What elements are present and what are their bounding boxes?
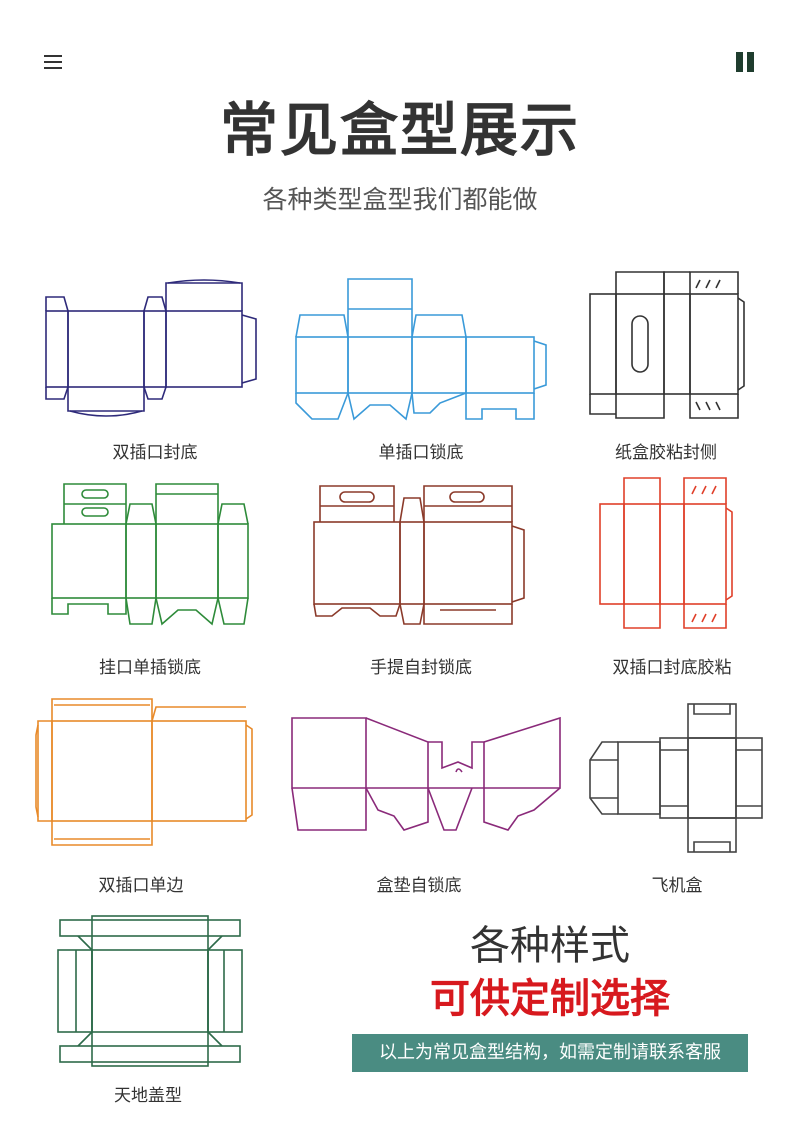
box-diagram-single-tuck-lock-bottom xyxy=(295,278,547,421)
box-diagram-hang-tab-lock-bottom xyxy=(51,483,249,626)
box-label-10: 天地盖型 xyxy=(114,1086,182,1106)
box-diagram-lid-and-base xyxy=(57,915,243,1067)
box-label-9: 飞机盒 xyxy=(651,876,703,896)
box-label-2: 单插口锁底 xyxy=(378,443,464,463)
box-diagram-handle-lock-bottom xyxy=(313,485,525,625)
menu-icon[interactable] xyxy=(42,52,64,72)
page-title: 常见盒型展示 xyxy=(219,96,580,164)
box-diagram-glued-side xyxy=(589,271,745,419)
promo-headline: 各种样式 xyxy=(470,923,630,969)
box-label-4: 挂口单插锁底 xyxy=(99,658,201,678)
box-diagram-double-tuck-single-side xyxy=(35,698,253,846)
box-diagram-mailer-box xyxy=(589,703,763,853)
dieline-strokes xyxy=(45,279,257,417)
box-diagram-tray-lock-bottom xyxy=(291,716,561,831)
box-diagram-double-tuck-bottom xyxy=(45,279,257,417)
box-label-3: 纸盒胶粘封侧 xyxy=(615,443,717,463)
box-label-1: 双插口封底 xyxy=(112,443,198,463)
pause-icon[interactable] xyxy=(734,50,756,74)
box-diagram-double-tuck-glued xyxy=(599,477,733,629)
box-label-6: 双插口封底胶粘 xyxy=(612,658,732,678)
box-label-7: 双插口单边 xyxy=(98,876,184,896)
promo-banner: 以上为常见盒型结构，如需定制请联系客服 xyxy=(352,1034,748,1072)
box-label-5: 手提自封锁底 xyxy=(370,658,472,678)
promo-highlight: 可供定制选择 xyxy=(430,976,670,1022)
page-subtitle: 各种类型盒型我们都能做 xyxy=(262,185,538,214)
box-label-8: 盒垫自锁底 xyxy=(376,876,462,896)
